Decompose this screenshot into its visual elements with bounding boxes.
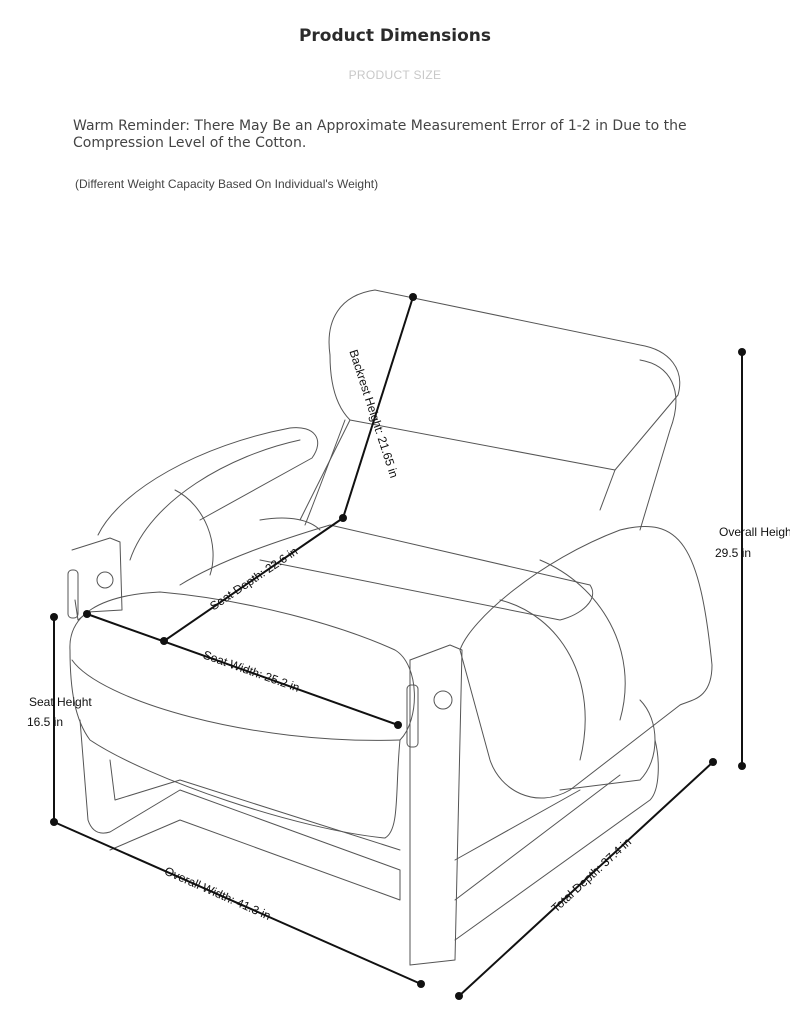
endpoint-dot (738, 348, 746, 356)
seat-height-value: 16.5 in (27, 715, 63, 729)
seat-width-label: Seat Width: 25.2 in (201, 648, 301, 695)
seat-depth-label: Seat Depth: 22.6 in (207, 544, 300, 613)
backrest-height-line (342, 296, 414, 519)
seat-height-label: Seat Height (29, 695, 92, 709)
page-subtitle: PRODUCT SIZE (348, 68, 442, 82)
endpoint-dot (50, 818, 58, 826)
seat-width-line (86, 613, 399, 726)
endpoint-dot (709, 758, 717, 766)
endpoint-dot (160, 637, 168, 645)
endpoint-dot (738, 762, 746, 770)
overall-width-line (53, 821, 422, 985)
overall-height-value: 29.5 in (715, 546, 751, 560)
page-title: Product Dimensions (298, 26, 492, 46)
dimension-endpoints (50, 293, 746, 1000)
overall-width-label: Overall Width: 41.3 in (162, 864, 273, 923)
measurement-reminder: Warm Reminder: There May Be an Approxima… (73, 118, 687, 151)
backrest-height-label: Backrest Height: 21.65 in (346, 348, 401, 480)
weight-capacity-note: (Different Weight Capacity Based On Indi… (75, 177, 379, 191)
endpoint-dot (339, 514, 347, 522)
endpoint-dot (409, 293, 417, 301)
endpoint-dot (455, 992, 463, 1000)
endpoint-dot (417, 980, 425, 988)
armchair-sketch (67, 289, 713, 966)
endpoint-dot (50, 613, 58, 621)
total-depth-label: Total Depth: 37.4 in (548, 835, 634, 915)
endpoint-dot (83, 610, 91, 618)
dimension-lines (53, 296, 743, 997)
total-depth-line (458, 761, 714, 997)
endpoint-dot (394, 721, 402, 729)
seat-depth-line (163, 517, 344, 642)
overall-height-label: Overall Heigh (719, 525, 790, 539)
